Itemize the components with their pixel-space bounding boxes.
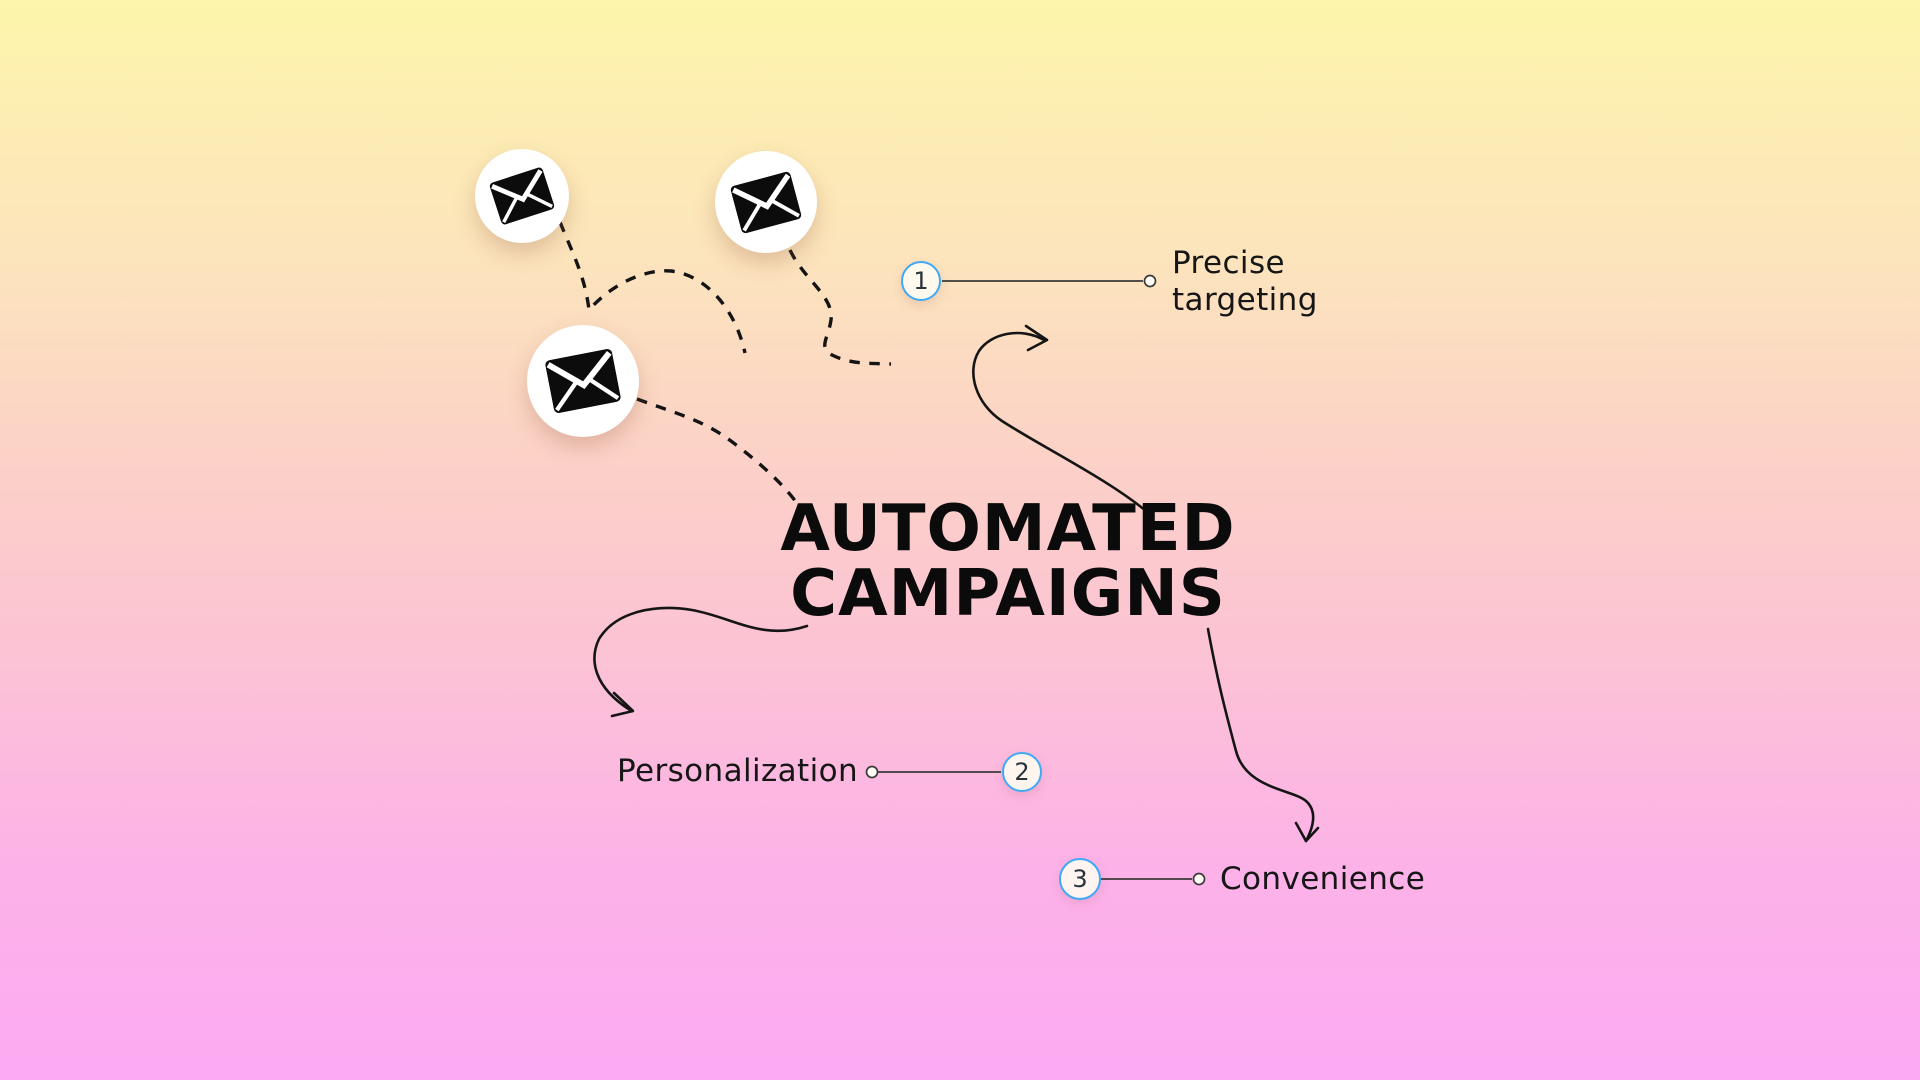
feature-label-convenience: Convenience: [1220, 861, 1425, 898]
feature-label-precise-targeting: Precise targeting: [1172, 245, 1318, 319]
envelope-icon: [730, 170, 803, 233]
step-circle-1: 1: [901, 261, 941, 301]
connector-ring-3: [1192, 872, 1206, 886]
dashed-trail-3: [636, 397, 803, 510]
feature-label-text: Convenience: [1220, 861, 1426, 897]
feature-label-line-2: targeting: [1172, 282, 1318, 318]
page-title-line-1: AUTOMATED: [780, 492, 1236, 566]
envelope-badge-2: [715, 151, 817, 253]
arrowhead-2: [610, 691, 635, 718]
envelope-badge-1: [475, 149, 569, 243]
connector-ring-1: [1143, 274, 1157, 288]
arrow-to-convenience: [1206, 627, 1315, 843]
feature-label-line-1: Precise: [1172, 245, 1285, 281]
step-number-2: 2: [1014, 758, 1030, 786]
feature-label-personalization: Personalization: [617, 753, 858, 790]
envelope-icon: [544, 348, 621, 414]
arrow-to-personalization: [593, 606, 809, 712]
feature-label-text: Personalization: [617, 753, 859, 789]
step-number-3: 3: [1072, 865, 1088, 893]
step-circle-3: 3: [1059, 858, 1101, 900]
arrowhead-3: [1294, 821, 1320, 843]
step-circle-2: 2: [1002, 752, 1042, 792]
page-title: AUTOMATED CAMPAIGNS: [780, 497, 1235, 627]
envelope-icon: [489, 166, 556, 225]
arrow-to-precise-targeting: [972, 331, 1154, 518]
connector-ring-2: [865, 765, 879, 779]
dashed-trail-2: [788, 249, 892, 366]
envelope-badge-3: [527, 325, 639, 437]
step-number-1: 1: [913, 267, 929, 295]
dashed-trail-1: [558, 221, 747, 354]
arrowhead-1: [1024, 324, 1049, 352]
page-title-line-2: CAMPAIGNS: [790, 557, 1226, 631]
